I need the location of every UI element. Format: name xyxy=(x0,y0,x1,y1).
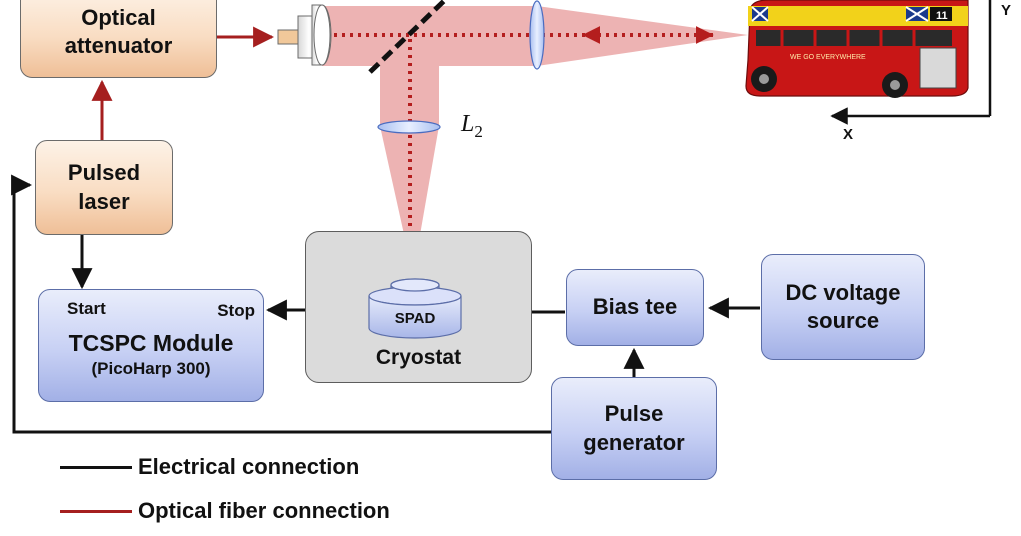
spad-detector: SPAD xyxy=(368,278,462,339)
legend-electrical-label: Electrical connection xyxy=(138,454,360,479)
bias-tee-box[interactable]: Bias tee xyxy=(566,269,704,346)
optical-attenuator-label-line2: attenuator xyxy=(64,33,173,58)
tcspc-stop-label: Stop xyxy=(217,301,255,320)
svg-text:WE GO EVERYWHERE: WE GO EVERYWHERE xyxy=(790,54,866,61)
lens-l1 xyxy=(529,0,545,70)
pulsed-laser-box[interactable]: Pulsed laser xyxy=(35,140,173,235)
tcspc-module-box[interactable]: Start Stop TCSPC Module (PicoHarp 300) xyxy=(38,289,264,402)
lens-l2 xyxy=(377,120,441,134)
cryostat-label: Cryostat xyxy=(375,346,462,369)
tcspc-title: TCSPC Module xyxy=(68,329,234,356)
y-axis-label: Y xyxy=(1001,2,1011,19)
pulse-generator-label-line1: Pulse xyxy=(604,401,664,427)
x-axis-label: X xyxy=(843,126,853,143)
lens-l2-label: L2 xyxy=(460,111,483,141)
fiber-collimator xyxy=(277,4,332,66)
svg-text:11: 11 xyxy=(936,10,948,22)
bias-tee-label: Bias tee xyxy=(592,294,678,320)
tcspc-subtitle: (PicoHarp 300) xyxy=(91,359,211,379)
pulse-generator-label-line2: generator xyxy=(583,429,685,455)
tcspc-start-label: Start xyxy=(67,299,106,318)
dc-voltage-source-box[interactable]: DC voltage source xyxy=(761,254,925,360)
dc-voltage-source-label-line1: DC voltage xyxy=(785,279,901,305)
legend-optical-label: Optical fiber connection xyxy=(138,498,390,523)
legend-electrical-line xyxy=(60,466,132,469)
optical-attenuator-box[interactable]: Optical attenuator xyxy=(20,0,217,78)
pulsed-laser-label-line2: laser xyxy=(78,188,130,214)
legend-optical-line xyxy=(60,510,132,513)
red-double-decker-bus-icon: 11 WE GO EVERYWHERE xyxy=(745,0,969,98)
optical-fiber-connections xyxy=(91,26,275,140)
dc-voltage-source-label-line2: source xyxy=(806,308,880,333)
pulsed-laser-label-line1: Pulsed xyxy=(67,160,141,186)
pulse-generator-box[interactable]: Pulse generator xyxy=(551,377,717,480)
optical-attenuator-label-line1: Optical xyxy=(81,4,156,30)
spad-label: SPAD xyxy=(395,310,436,327)
coordinate-axes: X Y xyxy=(830,0,1011,143)
